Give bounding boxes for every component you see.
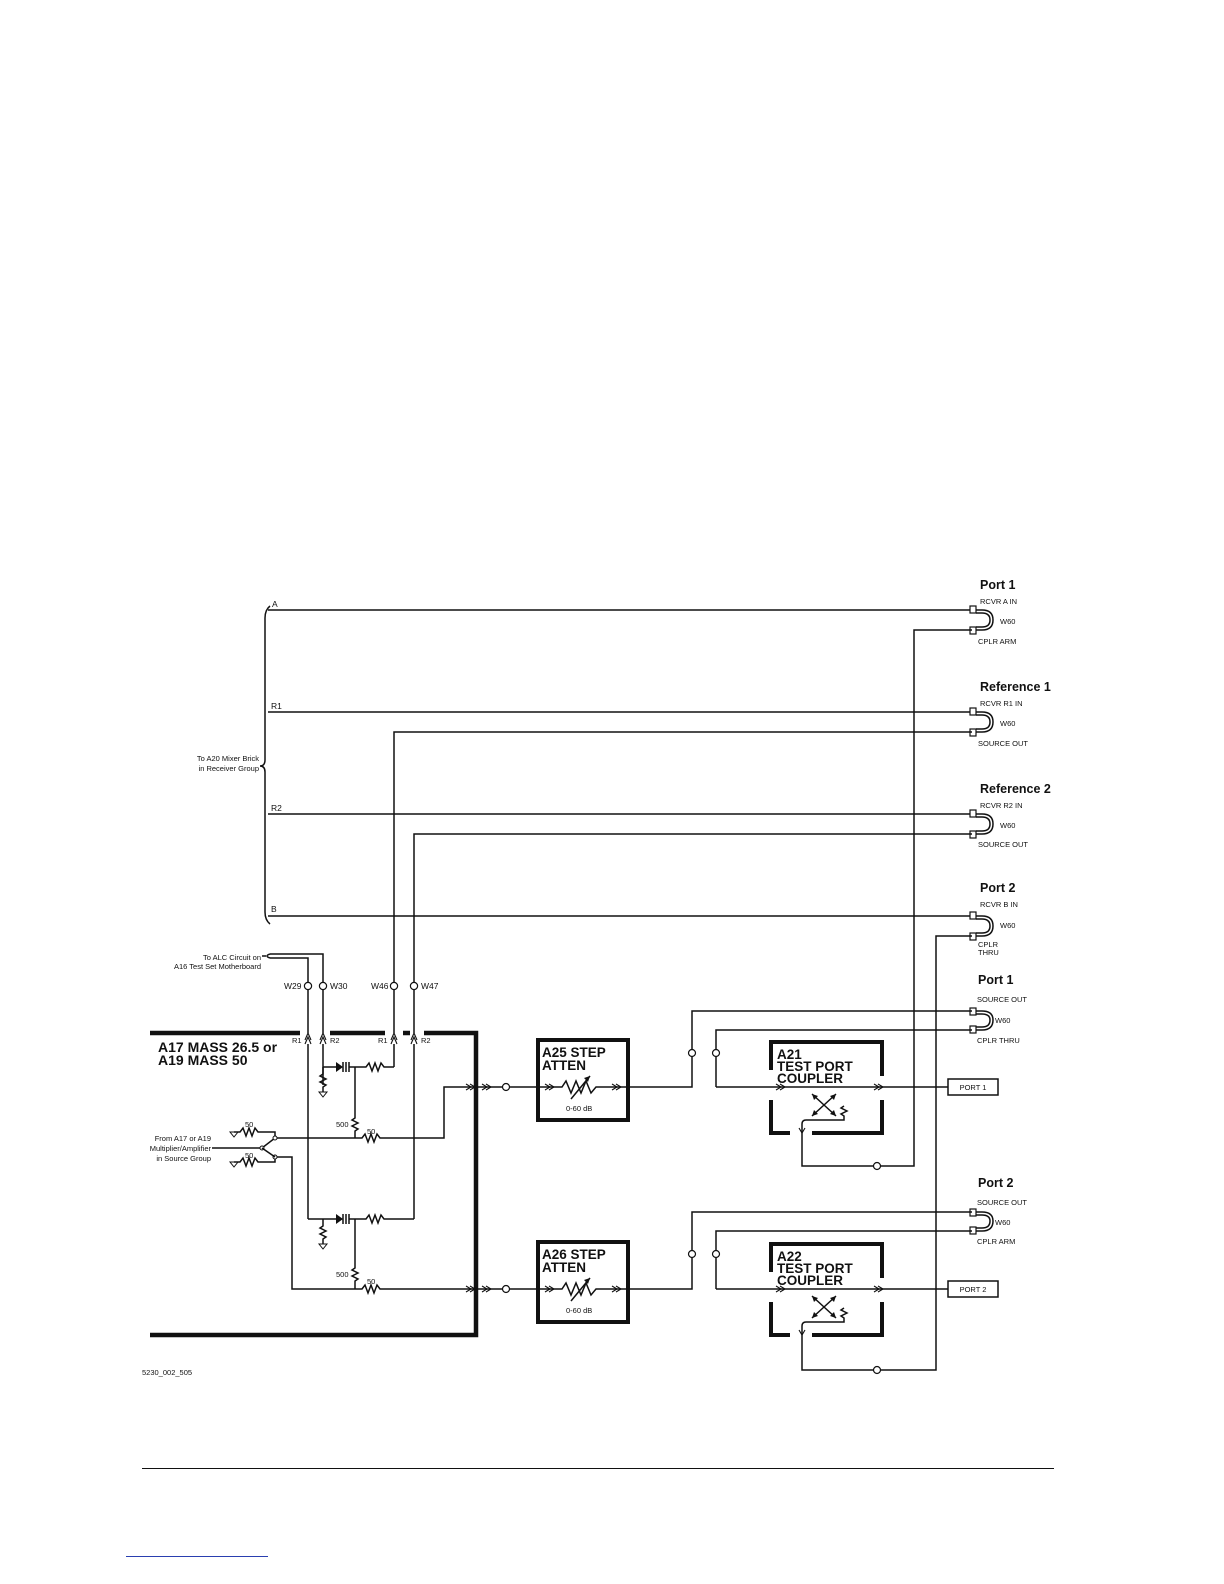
- tap-label-r2-a: R2: [330, 1036, 340, 1045]
- coupler-a21-title-1: A21: [777, 1047, 802, 1062]
- jumper-reference2: [969, 809, 994, 839]
- coupler-a21-title-2: TEST PORT: [777, 1059, 854, 1074]
- jumper-bottom-cplr: CPLR: [978, 940, 999, 949]
- jumper-bottom-source-out-2: SOURCE OUT: [978, 840, 1028, 849]
- footer-rule: [142, 1468, 1054, 1469]
- res-50-c: 50: [367, 1127, 375, 1136]
- figure-id: 5230_002_505: [142, 1368, 192, 1377]
- jumper-top-source-out-4: SOURCE OUT: [977, 1198, 1027, 1207]
- jumper-cable-w60-1: W60: [1000, 617, 1015, 626]
- jumper-port2-b: [969, 911, 994, 941]
- atten-a25-title-2: ATTEN: [542, 1058, 586, 1073]
- mixer-label-1: To A20 Mixer Brick: [197, 754, 259, 763]
- mass-title-2: A19 MASS 50: [158, 1052, 248, 1068]
- tap-label-r2-b: R2: [421, 1036, 431, 1045]
- receiver-lines: [259, 605, 972, 925]
- source-label-3: in Source Group: [156, 1154, 211, 1163]
- jumper-bottom-source-out-1: SOURCE OUT: [978, 739, 1028, 748]
- res-50-b: 50: [245, 1151, 253, 1160]
- jumper-top-source-out-3: SOURCE OUT: [977, 995, 1027, 1004]
- atten-a26-title-1: A26 STEP: [542, 1247, 606, 1262]
- jumper-bottom-cplr-arm: CPLR ARM: [978, 637, 1016, 646]
- line-label-a: A: [272, 599, 278, 609]
- jumper-bottom-thru: THRU: [978, 948, 999, 957]
- coupler-a22-title-2: TEST PORT: [777, 1261, 854, 1276]
- jumper-port1-a: [969, 605, 994, 635]
- mixer-label-2: in Receiver Group: [199, 764, 259, 773]
- jumper-bottom-cplr-arm-2: CPLR ARM: [977, 1237, 1015, 1246]
- coupler-a21-title-3: COUPLER: [777, 1071, 843, 1086]
- tap-label-r1-b: R1: [378, 1036, 388, 1045]
- alc-label-2: A16 Test Set Motherboard: [174, 962, 261, 971]
- alc-label-1: To ALC Circuit on: [203, 953, 261, 962]
- port1-box-label: PORT 1: [960, 1083, 987, 1092]
- atten-a25-range: 0-60 dB: [566, 1104, 592, 1113]
- jumper-reference1: [969, 707, 994, 737]
- jumper-top-rcvr-b: RCVR B IN: [980, 900, 1018, 909]
- res-500-a: 500: [336, 1120, 349, 1129]
- jumper-bottom-cplr-thru: CPLR THRU: [977, 1036, 1020, 1045]
- jumper-title-port1: Port 1: [980, 578, 1015, 592]
- res-50-a: 50: [245, 1120, 253, 1129]
- jumper-top-rcvr-a: RCVR A IN: [980, 597, 1017, 606]
- port2-box-label: PORT 2: [960, 1285, 987, 1294]
- mid-connectors: [687, 1048, 882, 1375]
- mass-title-1: A17 MASS 26.5 or: [158, 1039, 278, 1055]
- res-50-d: 50: [367, 1277, 375, 1286]
- line-label-b: B: [271, 904, 277, 914]
- cable-label-w30: W30: [330, 981, 348, 991]
- atten-a26-range: 0-60 dB: [566, 1306, 592, 1315]
- step-atten-a25: [536, 1038, 630, 1122]
- atten-a26-title-2: ATTEN: [542, 1260, 586, 1275]
- coupler-a22-title-1: A22: [777, 1249, 802, 1264]
- jumper-cable-w60-6: W60: [995, 1218, 1010, 1227]
- mass-block-outline: [150, 1030, 479, 1338]
- jumper-title-port2-src: Port 2: [978, 1176, 1013, 1190]
- jumper-cable-w60-3: W60: [1000, 821, 1015, 830]
- tap-arrows: [304, 1031, 418, 1045]
- cable-label-w29: W29: [284, 981, 302, 991]
- coupler-a22-title-3: COUPLER: [777, 1273, 843, 1288]
- footer-link-underline: [126, 1556, 268, 1557]
- step-atten-a26: [536, 1240, 630, 1324]
- coupler-a21: [716, 1040, 948, 1135]
- cable-routes: [262, 629, 972, 1371]
- line-label-r1: R1: [271, 701, 282, 711]
- source-label-1: From A17 or A19: [155, 1134, 211, 1143]
- jumper-top-rcvr-r1: RCVR R1 IN: [980, 699, 1023, 708]
- line-label-r2: R2: [271, 803, 282, 813]
- jumper-port2-source: [969, 1208, 994, 1235]
- jumper-top-rcvr-r2: RCVR R2 IN: [980, 801, 1023, 810]
- cable-connectors-top: [303, 981, 419, 991]
- atten-a25-title-1: A25 STEP: [542, 1045, 606, 1060]
- cable-label-w46: W46: [371, 981, 389, 991]
- port2-box: [947, 1280, 999, 1298]
- jumper-title-port2: Port 2: [980, 881, 1015, 895]
- jumper-port1-source: [969, 1007, 994, 1034]
- jumper-cable-w60-4: W60: [1000, 921, 1015, 930]
- jumper-title-reference1: Reference 1: [980, 680, 1051, 694]
- tap-label-r1-a: R1: [292, 1036, 302, 1045]
- res-500-b: 500: [336, 1270, 349, 1279]
- jumper-cable-w60-5: W60: [995, 1016, 1010, 1025]
- cable-label-w47: W47: [421, 981, 439, 991]
- jumper-title-reference2: Reference 2: [980, 782, 1051, 796]
- jumper-title-port1-src: Port 1: [978, 973, 1013, 987]
- coupler-a22: [716, 1242, 948, 1337]
- mass-internal-circuit: [212, 1044, 477, 1296]
- port1-box: [947, 1078, 999, 1096]
- jumper-cable-w60-2: W60: [1000, 719, 1015, 728]
- source-label-2: Multiplier/Amplifier: [150, 1144, 212, 1153]
- atten-input-paths: [476, 1082, 536, 1294]
